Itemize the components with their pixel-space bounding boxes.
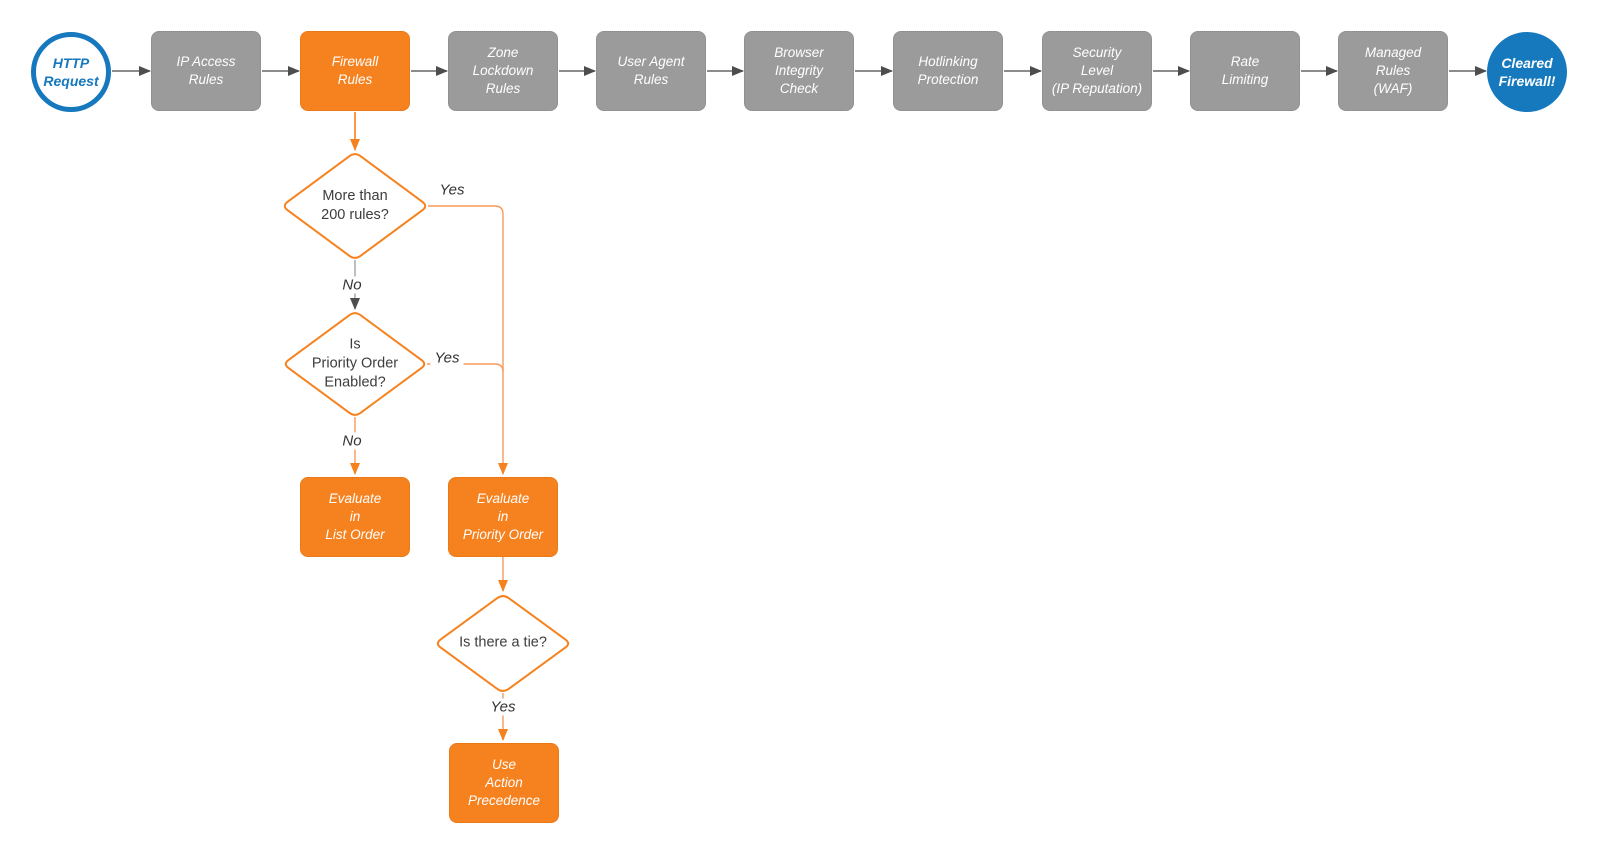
decision-is-there-a-tie-shape: [436, 595, 570, 692]
node-browser-integrity-check-label: Browser Integrity Check: [774, 45, 824, 96]
action-evaluate-list-order-label: Evaluate in List Order: [325, 491, 385, 542]
action-use-action-precedence-label: Use Action Precedence: [467, 757, 541, 808]
node-managed-rules-waf-label: Managed Rules (WAF): [1364, 45, 1422, 96]
node-zone-lockdown-rules: Zone Lockdown Rules: [448, 31, 558, 111]
node-http-request: HTTP Request: [31, 32, 111, 112]
label-yes-more-than-200: Yes: [439, 181, 465, 199]
label-yes-priority-order: Yes: [430, 349, 464, 367]
node-firewall-rules: Firewall Rules: [300, 31, 410, 111]
action-use-action-precedence: Use Action Precedence: [449, 743, 559, 823]
node-user-agent-rules: User Agent Rules: [596, 31, 706, 111]
node-user-agent-rules-label: User Agent Rules: [617, 54, 685, 87]
decision-priority-order-enabled-shape: [284, 312, 426, 416]
arrow-decision-priority-yes: [427, 363, 504, 373]
node-ip-access-rules-label: IP Access Rules: [176, 54, 236, 87]
arrow-decision-200-yes: [428, 205, 508, 475]
node-security-level-label: Security Level (IP Reputation): [1051, 45, 1143, 96]
node-cleared-firewall: Cleared Firewall!: [1487, 32, 1567, 112]
decision-more-than-200-rules: More than 200 rules?: [321, 188, 389, 223]
decision-priority-order-enabled: Is Priority Order Enabled?: [311, 336, 399, 391]
node-firewall-rules-label: Firewall Rules: [331, 54, 379, 87]
node-http-request-label: HTTP Request: [43, 55, 99, 89]
action-evaluate-priority-order: Evaluate in Priority Order: [448, 477, 558, 557]
node-zone-lockdown-rules-label: Zone Lockdown Rules: [472, 45, 534, 96]
node-rate-limiting-label: Rate Limiting: [1221, 54, 1269, 87]
node-hotlinking-protection: Hotlinking Protection: [893, 31, 1003, 111]
decision-is-there-a-tie: Is there a tie?: [459, 634, 547, 651]
label-yes-tie: Yes: [486, 698, 520, 716]
node-managed-rules-waf: Managed Rules (WAF): [1338, 31, 1448, 111]
action-evaluate-list-order: Evaluate in List Order: [300, 477, 410, 557]
action-evaluate-priority-order-label: Evaluate in Priority Order: [462, 491, 544, 542]
node-cleared-firewall-label: Cleared Firewall!: [1498, 55, 1556, 89]
label-no-priority-order: No: [338, 432, 366, 450]
label-no-more-than-200: No: [338, 276, 366, 294]
node-security-level: Security Level (IP Reputation): [1042, 31, 1152, 111]
node-hotlinking-protection-label: Hotlinking Protection: [917, 54, 979, 87]
node-rate-limiting: Rate Limiting: [1190, 31, 1300, 111]
node-browser-integrity-check: Browser Integrity Check: [744, 31, 854, 111]
node-ip-access-rules: IP Access Rules: [151, 31, 261, 111]
decision-more-than-200-rules-shape: [283, 153, 427, 259]
